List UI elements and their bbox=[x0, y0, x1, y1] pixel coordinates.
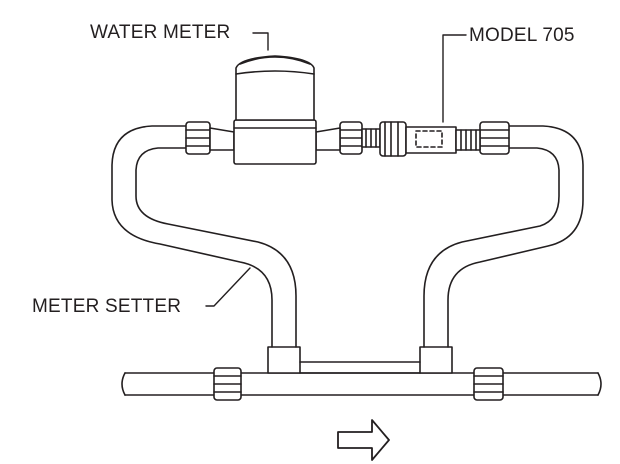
model-705-label: MODEL 705 bbox=[469, 25, 575, 46]
leader-lines bbox=[205, 32, 467, 307]
water-meter bbox=[209, 55, 341, 165]
supply-coupling-left bbox=[213, 367, 242, 401]
right-arrow-icon bbox=[337, 419, 390, 461]
meter-coupling-right bbox=[339, 121, 363, 155]
water-meter-label: WATER METER bbox=[90, 22, 231, 43]
meter-setter-label: METER SETTER bbox=[32, 296, 182, 317]
setter-base bbox=[267, 346, 453, 374]
connector-pipe bbox=[361, 128, 381, 148]
supply-pipe bbox=[121, 372, 602, 396]
supply-coupling-right bbox=[473, 367, 504, 401]
model-705-device bbox=[379, 121, 481, 157]
meter-coupling-left bbox=[185, 121, 211, 155]
outlet-coupling bbox=[479, 121, 510, 155]
meter-setter-loop bbox=[111, 125, 584, 348]
